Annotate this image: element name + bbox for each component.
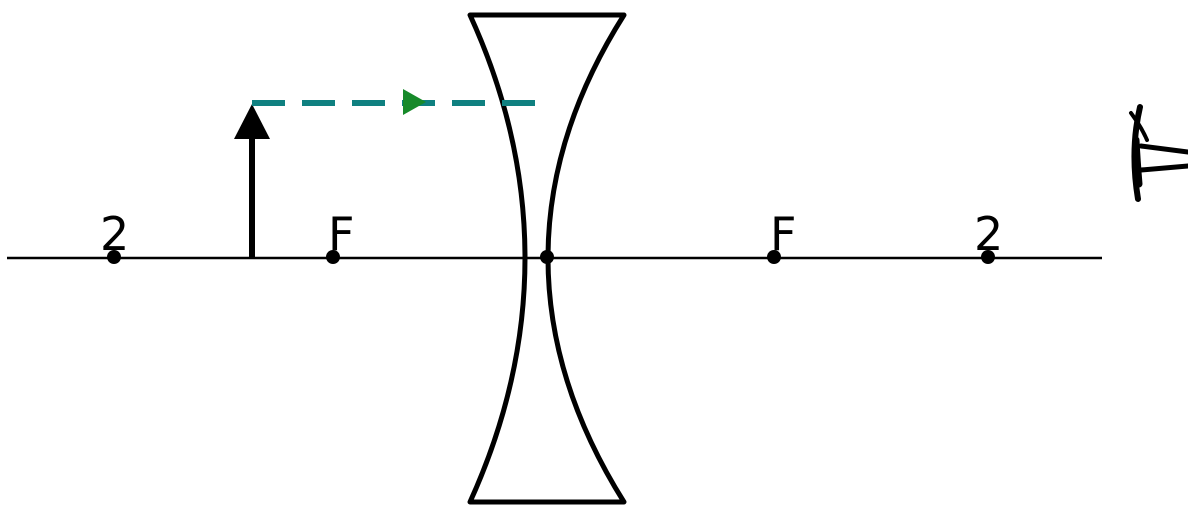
label-2f-right: 2 — [974, 207, 1003, 261]
label-focal-right: F — [770, 207, 796, 261]
point-2f-left — [107, 250, 121, 264]
object-arrow — [234, 104, 270, 258]
point-focal-left — [326, 250, 340, 264]
point-focal-right — [767, 250, 781, 264]
point-lens-center — [540, 250, 554, 264]
point-2f-right — [981, 250, 995, 264]
ray-arrowhead — [403, 89, 426, 115]
label-2f-left: 2 — [100, 207, 129, 261]
concave-lens — [467, 12, 627, 505]
label-focal-left: F — [328, 207, 354, 261]
incident-ray — [252, 89, 541, 115]
eye-icon — [1129, 104, 1188, 202]
